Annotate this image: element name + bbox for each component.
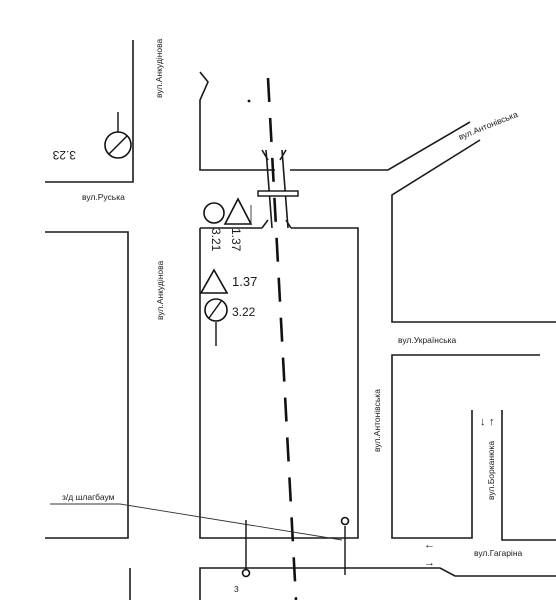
road-edge-antonivska-top-upper xyxy=(290,121,471,171)
arrow-up: ↑ xyxy=(489,416,495,428)
sign-3-23: 3.23 xyxy=(52,112,132,162)
railway-line xyxy=(266,77,298,600)
sign-1-37-top-label: 1.37 xyxy=(229,228,243,252)
road-edge-ukrainska-block xyxy=(391,354,540,539)
street-ukrainska: вул.Українська xyxy=(398,335,457,345)
street-ankudinova: вул.Анкудінова xyxy=(155,260,165,320)
street-gagarina: вул.Гагаріна xyxy=(474,548,523,558)
barrier-pivot-right xyxy=(340,516,350,526)
barrier-pivot-left xyxy=(241,568,251,578)
street-borkanyuka: вул.Борканюка xyxy=(486,441,496,500)
street-antonivska-top: вул.Антонівська xyxy=(457,109,519,142)
road-edge-upper-left xyxy=(45,40,134,183)
sign-1-37-top xyxy=(223,197,253,225)
street-antonivska: вул.Антонівська xyxy=(372,389,382,452)
sign-3-22-label: 3.22 xyxy=(232,305,256,319)
road-edge-central-block-main xyxy=(199,227,359,539)
sign-3-21-label: 3.21 xyxy=(209,228,223,252)
sign-group-north: 1.37 3.21 xyxy=(203,197,253,252)
street-ankudinova-top: вул.Анкудінова xyxy=(154,38,164,98)
sign-3-21 xyxy=(203,202,225,224)
sign-group-middle: 1.37 3.22 xyxy=(199,268,257,346)
marker-dot xyxy=(247,99,251,103)
barrier-small-mark: 3 xyxy=(234,584,239,594)
road-edge-antonivska-top-lower xyxy=(391,139,556,323)
sign-3-22 xyxy=(204,298,228,322)
arrow-right: → xyxy=(424,557,435,569)
road-edge-upper-right xyxy=(199,71,275,171)
road-edge-gagarina-bottom xyxy=(199,567,556,600)
sign-1-37-middle xyxy=(199,268,229,294)
sign-1-37-middle-label: 1.37 xyxy=(232,274,257,289)
street-ruska: вул.Руська xyxy=(82,192,125,202)
arrow-left: ← xyxy=(424,539,435,551)
road-edge-left-block xyxy=(45,231,129,539)
barrier-pointer xyxy=(119,503,343,541)
crossing-structure xyxy=(257,149,299,229)
barrier-label: з/д шлагбаум xyxy=(62,492,115,502)
street-labels: вул.Анкудінова вул.Руська вул.Анкудінова… xyxy=(82,38,523,558)
road-edges xyxy=(45,40,556,600)
direction-arrows: ↓ ↑ ← → xyxy=(424,416,495,569)
railway-barrier: з/д шлагбаум 3 xyxy=(50,492,350,594)
road-edge-borkanyuka xyxy=(501,410,556,541)
arrow-down: ↓ xyxy=(480,416,486,428)
sign-3-23-label: 3.23 xyxy=(52,148,76,162)
